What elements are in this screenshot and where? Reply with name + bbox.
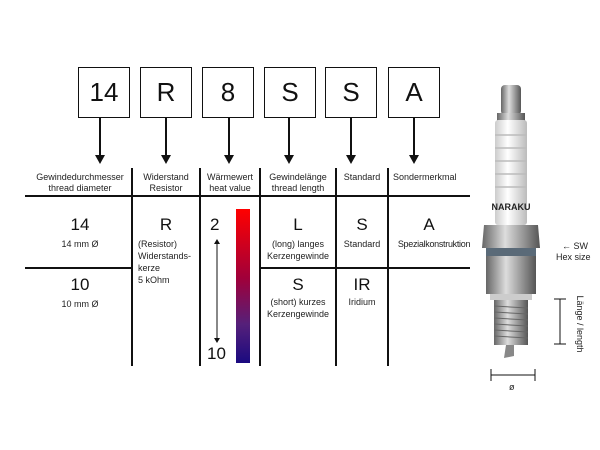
header-standard: Standard: [343, 172, 381, 182]
length-bracket-icon: [554, 298, 566, 345]
double-arrow-icon: [214, 239, 220, 343]
column-divider: [335, 168, 337, 366]
arrow-down-icon: [224, 118, 234, 164]
arrow-down-icon: [409, 118, 419, 164]
resistor-code: R: [159, 215, 173, 234]
length-long-code: L: [293, 215, 303, 234]
standard-code: S: [356, 215, 368, 234]
diameter-10: 10: [70, 275, 90, 294]
code-box-special: A: [388, 67, 440, 118]
special-desc: Spezialkonstruktion: [397, 239, 471, 249]
row-divider: [25, 267, 132, 269]
heat-min: 2: [210, 215, 220, 234]
header-special: Sondermerkmal: [393, 172, 457, 182]
column-divider: [387, 168, 389, 366]
standard-desc: Standard: [343, 239, 381, 249]
code-box-resistor: R: [140, 67, 192, 118]
arrow-down-icon: [161, 118, 171, 164]
diameter-10-desc: 10 mm Ø: [61, 299, 99, 309]
heat-max: 10: [207, 344, 226, 363]
arrow-down-icon: [346, 118, 356, 164]
code-box-length: S: [264, 67, 316, 118]
special-code: A: [423, 215, 435, 234]
header-divider: [25, 195, 470, 197]
diameter-14-desc: 14 mm Ø: [61, 239, 99, 249]
heat-gradient-bar: [236, 209, 250, 363]
arrow-down-icon: [95, 118, 105, 164]
code-box-heat: 8: [202, 67, 254, 118]
svg-text:NARAKU: NARAKU: [492, 202, 531, 212]
spark-plug-image: NARAKU: [482, 85, 540, 358]
row-divider: [259, 267, 470, 269]
length-short-code: S: [292, 275, 304, 294]
column-divider: [199, 168, 201, 366]
diameter-label: ø: [509, 382, 515, 392]
diameter-14: 14: [70, 215, 90, 234]
column-divider: [259, 168, 261, 366]
code-box-diameter: 14: [78, 67, 130, 118]
column-divider: [131, 168, 133, 366]
diameter-bracket-icon: [490, 369, 536, 381]
iridium-desc: Iridium: [348, 297, 376, 307]
length-label: Länge / length: [575, 295, 585, 353]
code-box-standard: S: [325, 67, 377, 118]
arrow-down-icon: [284, 118, 294, 164]
iridium-code: IR: [353, 275, 371, 294]
